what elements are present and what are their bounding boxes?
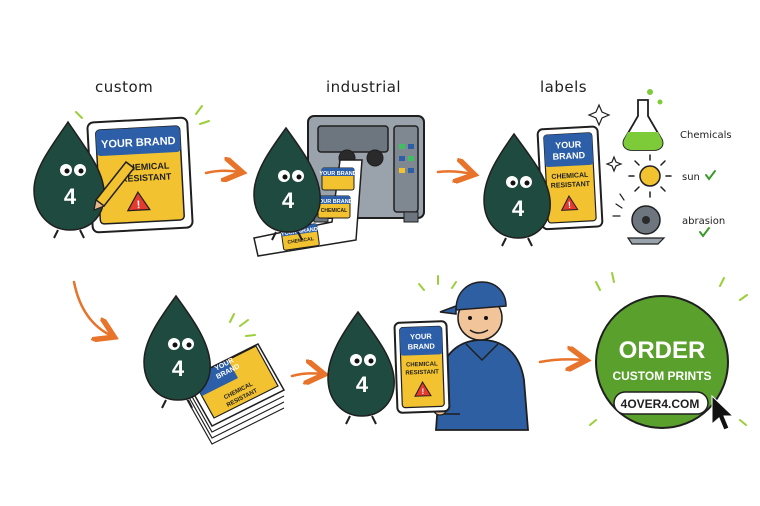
svg-text:4: 4 bbox=[356, 372, 369, 397]
warning-icon: ! bbox=[414, 380, 432, 397]
flow-arrow-1 bbox=[204, 171, 240, 173]
step-handoff: 4 YOUR BRAND CHEMICAL R bbox=[327, 275, 529, 431]
svg-text:!: ! bbox=[568, 200, 572, 210]
mascot-drop: 4 bbox=[327, 310, 395, 425]
grinder-icon bbox=[612, 193, 666, 245]
check-icon bbox=[699, 227, 710, 238]
label-brand-text: YOUR BRAND bbox=[101, 135, 176, 151]
svg-text:YOUR BRAND: YOUR BRAND bbox=[319, 171, 356, 177]
order-cta-subtitle: CUSTOM PRINTS bbox=[612, 369, 711, 383]
warning-icon: ! bbox=[560, 194, 579, 211]
caption-labels: labels bbox=[540, 78, 587, 96]
svg-text:CHEMICAL: CHEMICAL bbox=[551, 172, 589, 181]
finished-label-card: YOUR BRAND CHEMICAL RESISTANT ! bbox=[536, 125, 604, 231]
svg-text:BRAND: BRAND bbox=[408, 342, 436, 352]
flow-arrow-2 bbox=[436, 171, 472, 174]
svg-text:4: 4 bbox=[64, 184, 77, 209]
resistance-abrasion: abrasion bbox=[612, 193, 725, 245]
custom-label-card: YOUR BRAND CHEMICAL RESISTANT ! bbox=[86, 116, 194, 234]
flow-arrow-4 bbox=[290, 373, 322, 376]
svg-text:CHEMICAL: CHEMICAL bbox=[321, 208, 347, 214]
strip-label: YOUR BRAND bbox=[319, 167, 357, 191]
warning-icon: ! bbox=[126, 190, 151, 212]
step-custom: custom YOUR BRAND CHEMICAL RESISTANT ! 4 bbox=[33, 78, 210, 239]
sparkle-icon bbox=[587, 103, 611, 127]
cap-icon bbox=[439, 281, 507, 315]
pencil-icon bbox=[93, 160, 136, 211]
cursor-icon bbox=[711, 394, 735, 431]
mascot-drop: 4 bbox=[143, 294, 211, 409]
svg-text:CHEMICAL: CHEMICAL bbox=[287, 236, 314, 246]
resistance-chemicals: Chemicals bbox=[622, 89, 732, 151]
svg-text:RESISTANT: RESISTANT bbox=[551, 181, 591, 190]
resistance-label: sun bbox=[682, 172, 700, 183]
label-chem-line1: CHEMICAL bbox=[122, 160, 170, 172]
strip-label: YOUR BRAND CHEMICAL bbox=[315, 195, 353, 219]
caption-industrial: industrial bbox=[326, 78, 401, 96]
resistance-sun: sun bbox=[628, 154, 716, 198]
step-labels: labels YOUR BRAND CHEMICAL RESISTANT ! 4 bbox=[483, 78, 732, 247]
label-chem-line2: RESISTANT bbox=[121, 171, 172, 184]
step-industrial: industrial YOUR BRAND bbox=[253, 78, 425, 257]
mascot-drop: 4 bbox=[483, 132, 551, 247]
flow-arrow-3 bbox=[72, 280, 112, 336]
svg-text:YOUR BRAND: YOUR BRAND bbox=[315, 199, 352, 205]
mascot-drop: 4 bbox=[253, 126, 321, 241]
order-cta-url-pill[interactable]: 4OVER4.COM bbox=[613, 391, 709, 415]
resistance-label: abrasion bbox=[682, 216, 725, 227]
svg-text:4: 4 bbox=[512, 196, 525, 221]
svg-text:CHEMICAL: CHEMICAL bbox=[406, 361, 438, 368]
resistance-label: Chemicals bbox=[680, 130, 732, 141]
handed-label-card: YOUR BRAND CHEMICAL RESISTANT ! bbox=[393, 320, 451, 414]
svg-text:4: 4 bbox=[172, 356, 185, 381]
order-cta-title: ORDER bbox=[619, 337, 706, 364]
caption-custom: custom bbox=[95, 78, 153, 96]
svg-text:!: ! bbox=[136, 199, 140, 211]
svg-text:4: 4 bbox=[282, 188, 295, 213]
sparkle-icon bbox=[605, 155, 623, 173]
svg-text:RESISTANT: RESISTANT bbox=[405, 369, 439, 376]
step-stack: YOUR BRAND CHEMICAL RESISTANT 4 bbox=[143, 294, 286, 445]
flow-arrow-5 bbox=[538, 359, 584, 362]
svg-text:YOUR BRAND: YOUR BRAND bbox=[281, 226, 319, 237]
svg-text:BRAND: BRAND bbox=[552, 150, 585, 162]
order-cta-url: 4OVER4.COM bbox=[621, 397, 700, 411]
mascot-drop: 4 bbox=[33, 120, 105, 239]
svg-text:YOUR: YOUR bbox=[555, 139, 582, 150]
order-cta[interactable]: ORDER CUSTOM PRINTS 4OVER4.COM bbox=[589, 272, 748, 431]
sun-icon bbox=[628, 154, 672, 198]
check-icon bbox=[705, 170, 716, 181]
svg-text:!: ! bbox=[421, 387, 424, 396]
svg-text:YOUR: YOUR bbox=[410, 332, 433, 342]
flask-icon bbox=[622, 89, 664, 151]
